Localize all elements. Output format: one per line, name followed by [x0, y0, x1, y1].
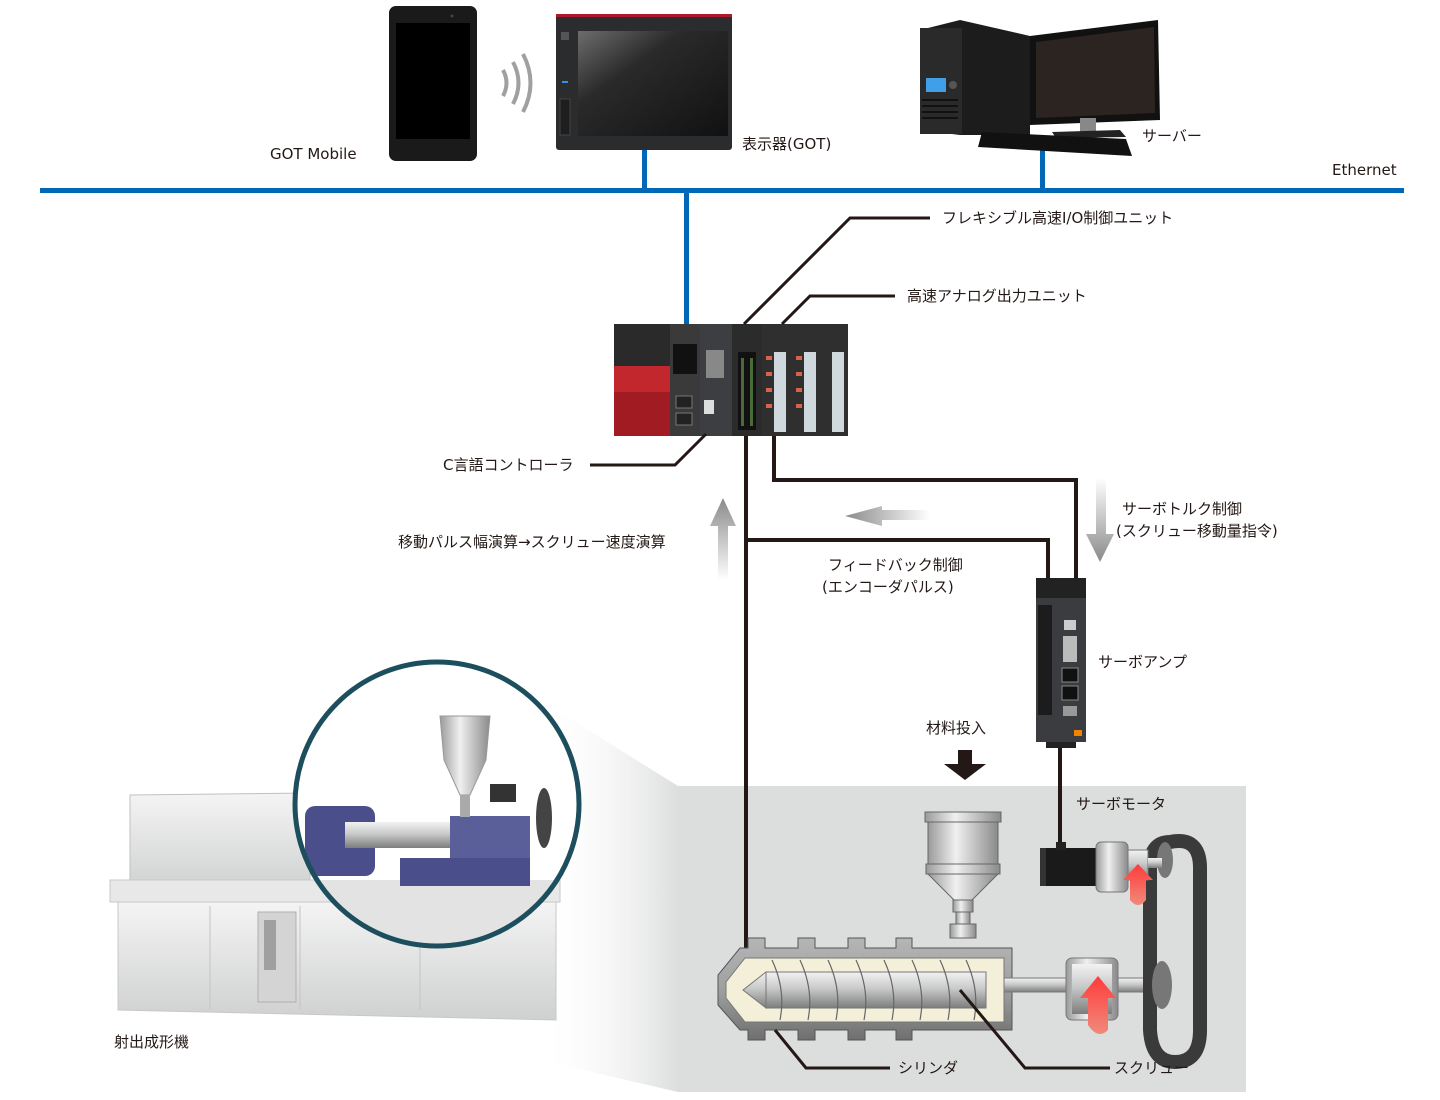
screw-icon [742, 959, 1165, 1021]
leader-lines [590, 216, 930, 467]
cylinder-label: シリンダ [898, 1059, 959, 1077]
screw-move-command-label: (スクリュー移動量指令) [1116, 522, 1278, 540]
calc-flow-label: 移動パルス幅演算→スクリュー速度演算 [398, 533, 666, 551]
servo-motor-label: サーボモータ [1076, 795, 1167, 813]
motor-rotation-arrow [1123, 864, 1153, 905]
ethernet-label: Ethernet [1332, 161, 1397, 179]
server-label: サーバー [1142, 127, 1202, 145]
screw-rotation-arrow [1080, 976, 1116, 1034]
server-ethernet-drop [1040, 150, 1045, 190]
calc-up-arrow [710, 498, 736, 580]
got-mobile-label: GOT Mobile [270, 145, 357, 163]
material-input-arrow [944, 750, 986, 780]
got-ethernet-drop [642, 150, 647, 190]
tablet-icon [389, 6, 477, 161]
servo-torque-control-label: サーボトルク制御 [1122, 500, 1243, 518]
injection-molding-machine-label: 射出成形機 [114, 1033, 190, 1051]
servo-amplifier-icon [1036, 578, 1086, 748]
flexible-io-unit-label: フレキシブル高速I/O制御ユニット [942, 209, 1174, 227]
signal-wires [744, 436, 1078, 962]
ethernet-bus [40, 188, 1404, 193]
torque-down-arrow [1086, 478, 1114, 562]
screw-label: スクリュー [1114, 1059, 1190, 1077]
got-label: 表示器(GOT) [742, 135, 832, 153]
bottom-leader-lines [773, 989, 1110, 1070]
hopper-icon [924, 811, 1002, 939]
analog-output-unit-label: 高速アナログ出力ユニット [907, 287, 1087, 305]
plc-rack-icon [614, 324, 848, 436]
got-display-icon [556, 14, 732, 150]
server-icon [920, 20, 1160, 156]
belt-drive-icon [1143, 834, 1207, 1070]
encoder-pulse-label: (エンコーダパルス) [822, 578, 954, 596]
plc-ethernet-drop [684, 192, 689, 324]
servo-amplifier-label: サーボアンプ [1098, 653, 1187, 671]
wireless-icon [501, 53, 533, 113]
material-input-label: 材料投入 [926, 719, 987, 737]
feedback-control-label: フィードバック制御 [828, 556, 963, 574]
feedback-left-arrow [845, 506, 930, 526]
c-controller-label: C言語コントローラ [443, 456, 574, 474]
